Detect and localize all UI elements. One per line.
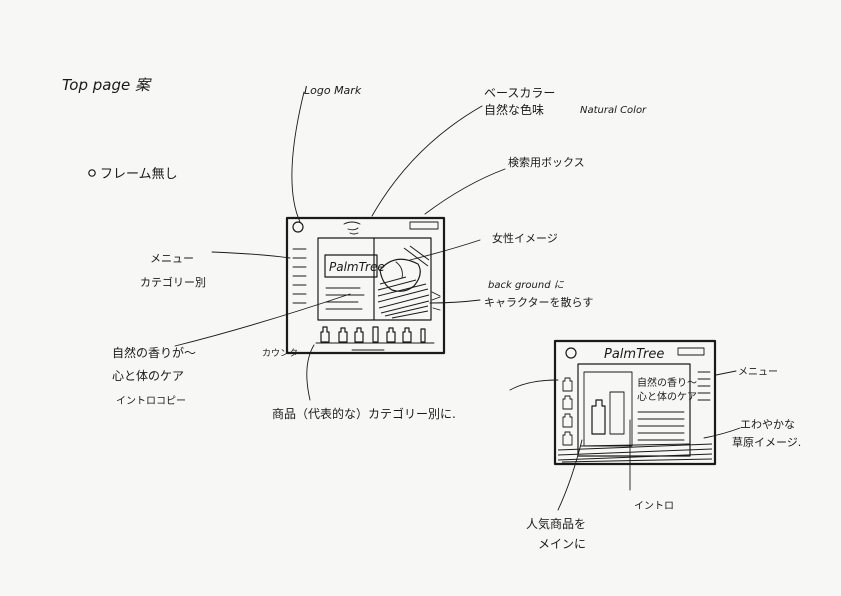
menu-label-1: メニュー — [150, 252, 194, 265]
right-logo-icon — [565, 347, 577, 359]
right-menu-label: メニュー — [738, 367, 778, 378]
copy-label-1: 自然の香りが〜 — [112, 345, 196, 360]
sheet-title: Top page 案 — [62, 76, 152, 94]
base-color-en-label: Natural Color — [580, 105, 647, 116]
search-box-sketch — [409, 221, 439, 230]
base-color-label-2: 自然な色味 — [484, 102, 544, 117]
products-row-sketch — [315, 326, 435, 351]
soft-label-2: 草原イメージ. — [732, 436, 801, 449]
right-mockup: PalmTree 自然の香り〜 心と体のケア — [553, 339, 717, 466]
featured-product-sketch — [591, 399, 606, 435]
search-box-label: 検索用ボックス — [508, 155, 585, 169]
left-leader-lines — [174, 91, 506, 401]
right-bottle-column — [562, 377, 573, 446]
right-menu-lines — [697, 371, 711, 401]
base-color-label-1: ベースカラー — [484, 86, 555, 100]
menu-label-2: カテゴリー別 — [140, 275, 206, 289]
products-label: 商品（代表的な）カテゴリー別に. — [272, 406, 456, 421]
logo-mark-icon — [292, 221, 304, 233]
intro-label: イントロ — [634, 501, 674, 512]
background-label-2: キャラクターを散らす — [484, 295, 593, 309]
left-brand: PalmTree — [329, 260, 385, 274]
right-copy-2: 心と体のケア — [637, 391, 697, 403]
right-copy-1: 自然の香り〜 — [637, 376, 697, 389]
logo-mark-label: Logo Mark — [304, 84, 362, 97]
counter-label: カウンタ — [262, 348, 298, 359]
menu-lines — [292, 248, 307, 304]
woman-image-label: 女性イメージ — [492, 231, 558, 245]
popular-label-1: 人気商品を — [526, 516, 586, 531]
background-label-1: back ground に — [488, 280, 565, 291]
right-brand: PalmTree — [604, 347, 664, 362]
frameless-note: フレーム無し — [100, 167, 178, 182]
copy-label-2: 心と体のケア — [112, 369, 184, 383]
right-search-box — [677, 347, 705, 356]
woman-image-sketch — [377, 245, 430, 319]
meadow-hatching — [557, 443, 713, 463]
left-mockup: PalmTree — [285, 216, 446, 355]
right-leader-lines — [509, 370, 741, 511]
bullet-icon — [88, 169, 96, 177]
popular-label-2: メインに — [538, 537, 586, 551]
copy-label-3: イントロコピー — [116, 395, 186, 407]
soft-label-1: エわやかな — [740, 418, 795, 431]
